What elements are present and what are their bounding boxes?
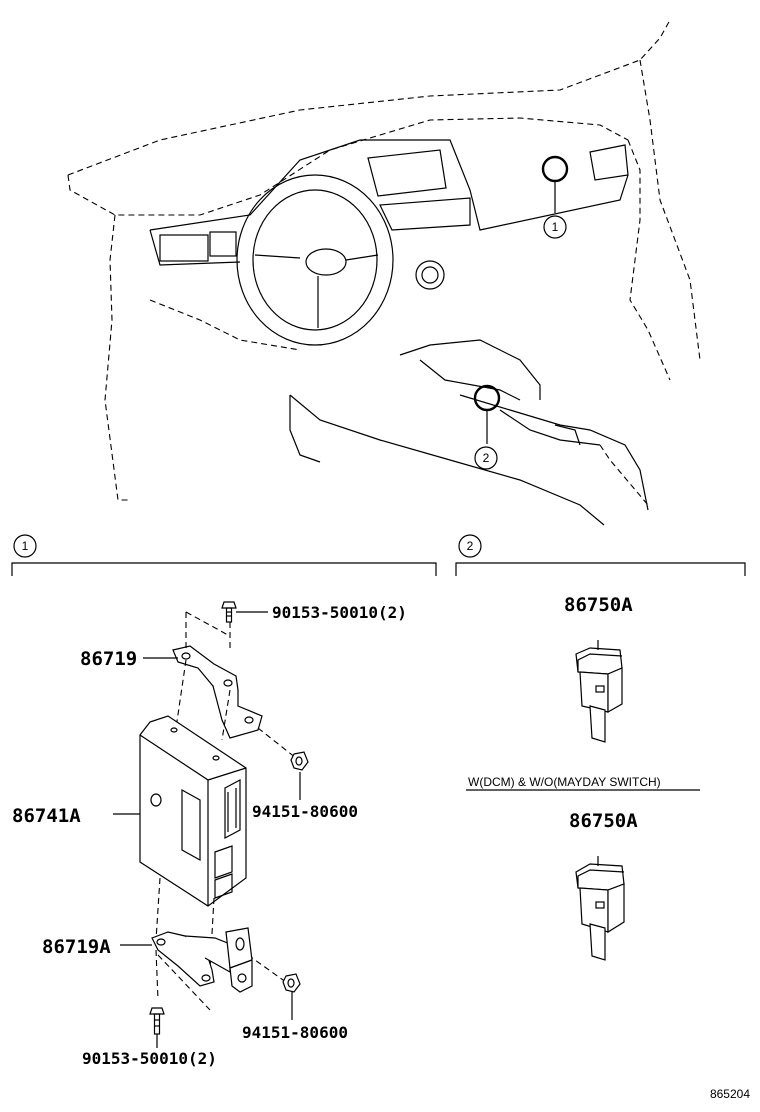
part-label-switch-bottom: 86750A	[569, 810, 638, 832]
bolt-bottom-icon	[149, 1007, 165, 1035]
svg-text:1: 1	[552, 220, 559, 234]
part-label-lower-bracket: 86719A	[42, 936, 111, 958]
switch-bottom-icon	[575, 856, 625, 961]
switch-top-icon	[575, 640, 623, 743]
part-label-bolt-top: 90153-50010(2)	[272, 603, 407, 622]
part-label-upper-bracket: 86719	[80, 648, 137, 670]
upper-bracket-icon	[172, 645, 263, 739]
nut-lower-icon	[282, 973, 301, 993]
section-one-header: 1	[11, 534, 437, 576]
svg-text:2: 2	[467, 539, 474, 553]
ecu-assembly-drawing	[113, 601, 309, 1048]
ecu-module-icon	[139, 715, 247, 907]
part-label-bolt-bottom: 90153-50010(2)	[82, 1049, 217, 1068]
condition-label: W(DCM) & W/O(MAYDAY SWITCH)	[468, 775, 661, 789]
callout-marker-1: 1	[543, 215, 567, 239]
svg-text:2: 2	[483, 451, 490, 465]
callout-marker-2: 2	[474, 446, 498, 470]
part-label-switch-top: 86750A	[564, 594, 633, 616]
part-label-ecu: 86741A	[12, 805, 81, 827]
nut-upper-icon	[290, 751, 309, 771]
lower-bracket-icon	[151, 927, 253, 993]
part-label-nut-upper: 94151-80600	[252, 802, 358, 821]
section-two-header: 2	[455, 534, 746, 576]
part-label-nut-lower: 94151-80600	[242, 1023, 348, 1042]
figure-id: 865204	[710, 1087, 750, 1101]
bolt-top-icon	[221, 601, 237, 623]
svg-text:1: 1	[22, 539, 29, 553]
dashboard-illustration	[67, 19, 701, 526]
